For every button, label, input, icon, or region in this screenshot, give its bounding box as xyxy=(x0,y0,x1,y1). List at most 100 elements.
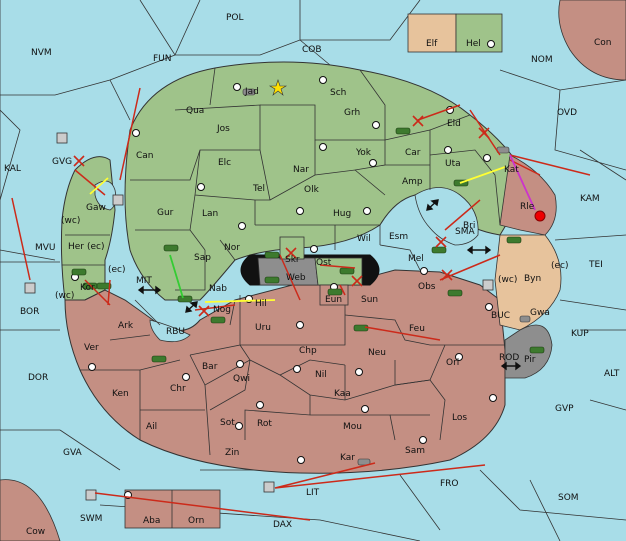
label-ovd: OVD xyxy=(557,108,577,118)
legend-elf-swatch xyxy=(407,13,457,53)
label-nvm: NVM xyxy=(31,48,52,58)
order-magenta xyxy=(509,154,536,211)
units xyxy=(24,88,545,501)
orders-yellow xyxy=(89,166,506,303)
double-arrows xyxy=(137,199,522,371)
label-jad: Jad xyxy=(244,87,259,97)
label-fro: FRO xyxy=(440,479,459,489)
label-gaw: Gaw xyxy=(86,203,106,213)
label-olk: Olk xyxy=(304,185,320,195)
label-ost: Ost xyxy=(316,258,332,268)
label-tei: TEI xyxy=(588,260,603,270)
label-dax: DAX xyxy=(273,520,292,530)
coast-tag-ec: (ec) xyxy=(108,265,126,275)
label-ark: Ark xyxy=(118,321,134,331)
unit-tank xyxy=(71,127,545,363)
fleet-markers xyxy=(24,132,494,501)
label-som: SOM xyxy=(558,493,579,503)
label-sam: Sam xyxy=(405,446,425,456)
label-neu: Neu xyxy=(368,348,386,358)
label-mit: MIT xyxy=(136,276,152,286)
label-elc: Elc xyxy=(218,158,231,168)
label-car: Car xyxy=(405,148,421,158)
label-skr: Skr xyxy=(285,255,300,265)
label-gwa: Gwa xyxy=(530,308,550,318)
label-kar: Kar xyxy=(340,453,355,463)
label-hug: Hug xyxy=(333,209,351,219)
label-uta: Uta xyxy=(445,159,461,169)
label-kal: KAL xyxy=(4,164,21,174)
coast-tag-wc: (wc) xyxy=(61,216,80,226)
coast-tag-wc: (wc) xyxy=(55,291,74,301)
label-qua: Qua xyxy=(186,106,204,116)
coast-tag-ec: (ec) xyxy=(87,242,105,252)
label-can: Can xyxy=(136,151,154,161)
label-sma: SMA xyxy=(455,227,475,237)
label-gva: GVA xyxy=(63,448,83,458)
label-mel: Mel xyxy=(408,254,424,264)
label-eld: Eld xyxy=(447,119,461,129)
label-hil: Hil xyxy=(255,299,267,309)
internal-borders-red xyxy=(80,295,505,456)
label-chr: Chr xyxy=(170,384,186,394)
label-nil: Nil xyxy=(315,370,327,380)
label-elf: Elf xyxy=(426,39,438,49)
inner-sea-rbu xyxy=(149,319,191,343)
label-her: Her xyxy=(68,242,84,252)
label-kat: Kat xyxy=(504,165,519,175)
orders-red-cross xyxy=(73,115,490,317)
label-feu: Feu xyxy=(409,324,425,334)
label-alt: ALT xyxy=(604,369,620,379)
label-nor: Nor xyxy=(224,243,240,253)
label-con: Con xyxy=(594,38,612,48)
unit-gray xyxy=(242,88,531,466)
internal-borders xyxy=(62,67,501,291)
label-chp: Chp xyxy=(299,346,317,356)
label-yok: Yok xyxy=(355,148,372,158)
label-lit: LIT xyxy=(306,488,320,498)
label-grh: Grh xyxy=(344,108,360,118)
label-ail: Ail xyxy=(146,422,157,432)
star-marker xyxy=(268,79,288,96)
label-rbu: RBU xyxy=(166,327,185,337)
label-nom: NOM xyxy=(531,55,553,65)
label-eun: Eun xyxy=(325,295,342,305)
label-web: Web xyxy=(286,273,306,283)
label-swm: SWM xyxy=(80,514,102,524)
coast-tag-ec: (ec) xyxy=(551,261,569,271)
label-sch: Sch xyxy=(330,88,346,98)
label-pol: POL xyxy=(226,13,244,23)
label-byn: Byn xyxy=(524,274,541,284)
region-skr[interactable] xyxy=(279,236,305,260)
label-kaa: Kaa xyxy=(334,389,351,399)
region-aba-orn[interactable] xyxy=(124,489,221,529)
label-sot: Sot xyxy=(220,418,235,428)
label-kam: KAM xyxy=(580,194,600,204)
dislodge-burst xyxy=(534,210,546,222)
label-sun: Sun xyxy=(361,295,378,305)
label-nog: Nog xyxy=(213,305,231,315)
region-con[interactable] xyxy=(558,0,626,81)
label-orl: Orl xyxy=(446,358,459,368)
label-mou: Mou xyxy=(343,422,362,432)
label-gur: Gur xyxy=(157,208,174,218)
label-rle: Rle xyxy=(520,202,535,212)
label-cow: Cow xyxy=(26,527,45,537)
label-esm: Esm xyxy=(389,232,408,242)
label-bor: BOR xyxy=(20,307,39,317)
label-bri: Bri xyxy=(463,221,475,231)
label-zin: Zin xyxy=(225,448,239,458)
label-sap: Sap xyxy=(194,253,211,263)
label-wil: Wil xyxy=(357,234,371,244)
label-los: Los xyxy=(452,413,467,423)
order-green xyxy=(169,254,184,299)
label-tel: Tel xyxy=(252,184,265,194)
label-jos: Jos xyxy=(216,124,230,134)
coast-tag-wc: (wc) xyxy=(498,275,517,285)
label-hel: Hel xyxy=(466,39,481,49)
label-pir: Pir xyxy=(524,355,536,365)
label-mvu: MVU xyxy=(35,243,56,253)
label-nab: Nab xyxy=(209,284,227,294)
